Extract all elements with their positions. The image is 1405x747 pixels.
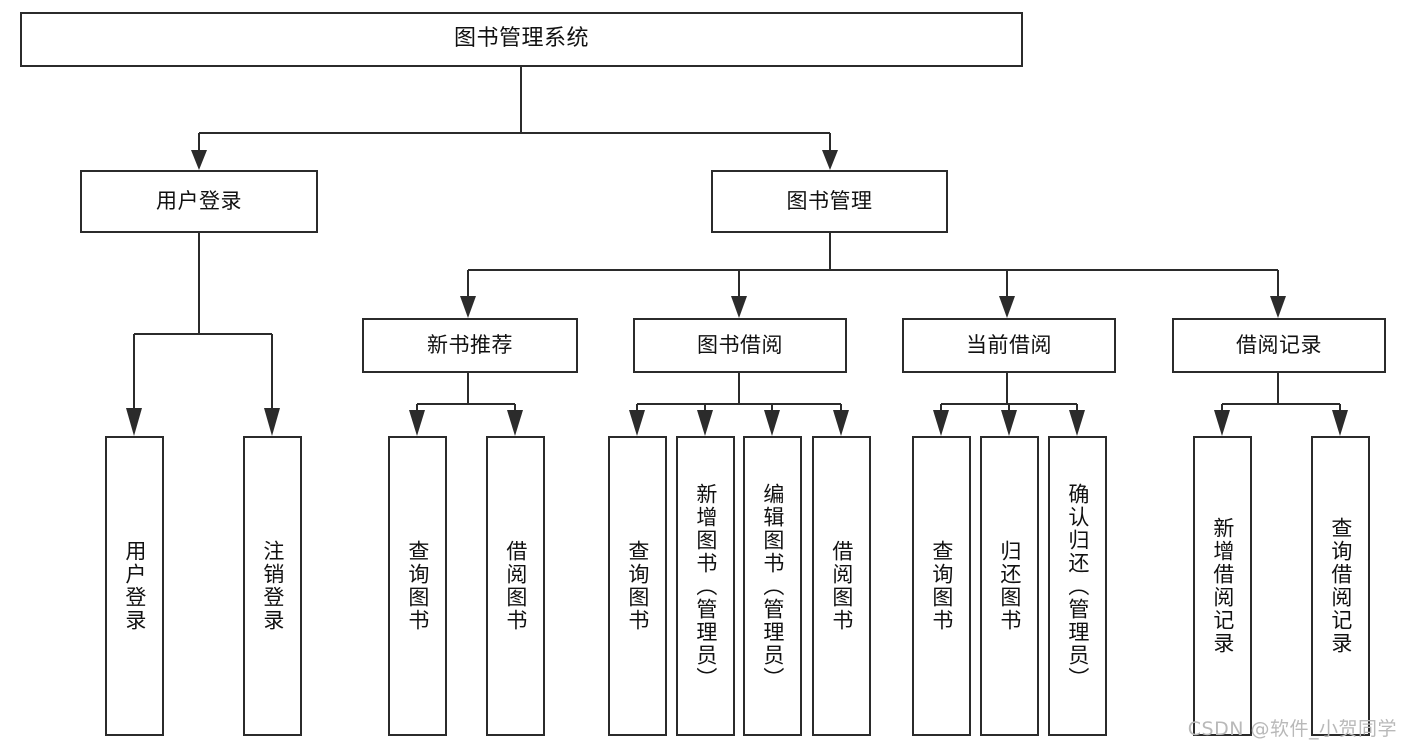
node-book-borrow[interactable]: 图书借阅 xyxy=(633,318,847,373)
node-leaf-confirm-return[interactable]: 确认归还（管理员） xyxy=(1048,436,1107,736)
node-leaf-add-book-label: 新增图书（管理员） xyxy=(693,482,718,690)
node-current-borrow[interactable]: 当前借阅 xyxy=(902,318,1116,373)
node-leaf-edit-book[interactable]: 编辑图书（管理员） xyxy=(743,436,802,736)
node-leaf-return-book[interactable]: 归还图书 xyxy=(980,436,1039,736)
node-leaf-logout-label: 注销登录 xyxy=(260,540,285,632)
node-user-login-label: 用户登录 xyxy=(156,189,242,214)
arrow-leaf-add-book xyxy=(697,410,713,436)
arrow-to-current-borrow xyxy=(999,296,1015,318)
node-leaf-query-book-2-label: 查询图书 xyxy=(625,540,650,632)
node-book-borrow-label: 图书借阅 xyxy=(697,333,783,358)
arrow-leaf-query-record xyxy=(1332,410,1348,436)
arrow-to-borrow-record xyxy=(1270,296,1286,318)
node-leaf-edit-book-label: 编辑图书（管理员） xyxy=(760,482,785,690)
node-leaf-add-record[interactable]: 新增借阅记录 xyxy=(1193,436,1252,736)
node-leaf-logout[interactable]: 注销登录 xyxy=(243,436,302,736)
node-new-book-rec[interactable]: 新书推荐 xyxy=(362,318,578,373)
node-leaf-borrow-book-1-label: 借阅图书 xyxy=(503,540,528,632)
arrow-leaf-query-book-2 xyxy=(629,410,645,436)
node-leaf-return-book-label: 归还图书 xyxy=(997,540,1022,632)
arrow-to-book-manage xyxy=(822,150,838,170)
node-leaf-user-login-label: 用户登录 xyxy=(122,540,147,632)
node-leaf-query-book-3-label: 查询图书 xyxy=(929,540,954,632)
node-new-book-rec-label: 新书推荐 xyxy=(427,333,513,358)
arrow-leaf-logout xyxy=(264,408,280,436)
node-root[interactable]: 图书管理系统 xyxy=(20,12,1023,67)
arrow-to-user-login xyxy=(191,150,207,170)
arrow-leaf-query-book-3 xyxy=(933,410,949,436)
node-leaf-user-login[interactable]: 用户登录 xyxy=(105,436,164,736)
arrow-leaf-query-book-1 xyxy=(409,410,425,436)
arrow-leaf-edit-book xyxy=(764,410,780,436)
node-current-borrow-label: 当前借阅 xyxy=(966,333,1052,358)
watermark-text: CSDN @软件_小贺同学 xyxy=(1187,718,1397,740)
arrow-to-book-borrow xyxy=(731,296,747,318)
node-leaf-borrow-book-2[interactable]: 借阅图书 xyxy=(812,436,871,736)
arrow-to-new-book-rec xyxy=(460,296,476,318)
arrow-leaf-return-book xyxy=(1001,410,1017,436)
node-root-label: 图书管理系统 xyxy=(453,26,589,52)
node-leaf-add-record-label: 新增借阅记录 xyxy=(1210,517,1235,655)
node-leaf-add-book[interactable]: 新增图书（管理员） xyxy=(676,436,735,736)
node-leaf-query-book-2[interactable]: 查询图书 xyxy=(608,436,667,736)
arrow-leaf-borrow-book-2 xyxy=(833,410,849,436)
node-leaf-borrow-book-1[interactable]: 借阅图书 xyxy=(486,436,545,736)
node-leaf-query-book-1[interactable]: 查询图书 xyxy=(388,436,447,736)
node-book-manage[interactable]: 图书管理 xyxy=(711,170,948,233)
arrow-leaf-borrow-book-1 xyxy=(507,410,523,436)
arrow-leaf-user-login xyxy=(126,408,142,436)
node-leaf-query-record[interactable]: 查询借阅记录 xyxy=(1311,436,1370,736)
node-leaf-confirm-return-label: 确认归还（管理员） xyxy=(1065,482,1090,690)
node-leaf-query-book-3[interactable]: 查询图书 xyxy=(912,436,971,736)
node-borrow-record[interactable]: 借阅记录 xyxy=(1172,318,1386,373)
arrow-leaf-confirm-return xyxy=(1069,410,1085,436)
node-borrow-record-label: 借阅记录 xyxy=(1236,333,1322,358)
node-leaf-borrow-book-2-label: 借阅图书 xyxy=(829,540,854,632)
node-leaf-query-book-1-label: 查询图书 xyxy=(405,540,430,632)
node-book-manage-label: 图书管理 xyxy=(786,189,873,214)
node-leaf-query-record-label: 查询借阅记录 xyxy=(1328,517,1353,655)
node-user-login[interactable]: 用户登录 xyxy=(80,170,318,233)
arrow-leaf-add-record xyxy=(1214,410,1230,436)
